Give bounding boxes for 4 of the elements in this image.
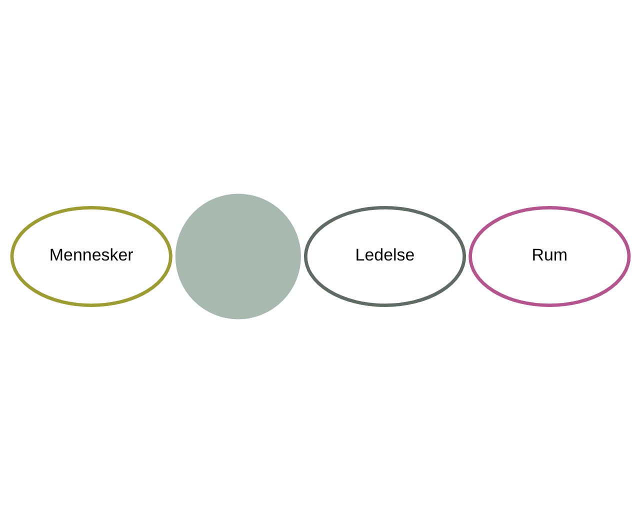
node-ellipse: Mennesker — [10, 206, 172, 306]
node-ellipse: Ledelse — [304, 206, 466, 306]
node-ellipse: Rum — [468, 206, 631, 306]
node-circle — [175, 193, 301, 319]
